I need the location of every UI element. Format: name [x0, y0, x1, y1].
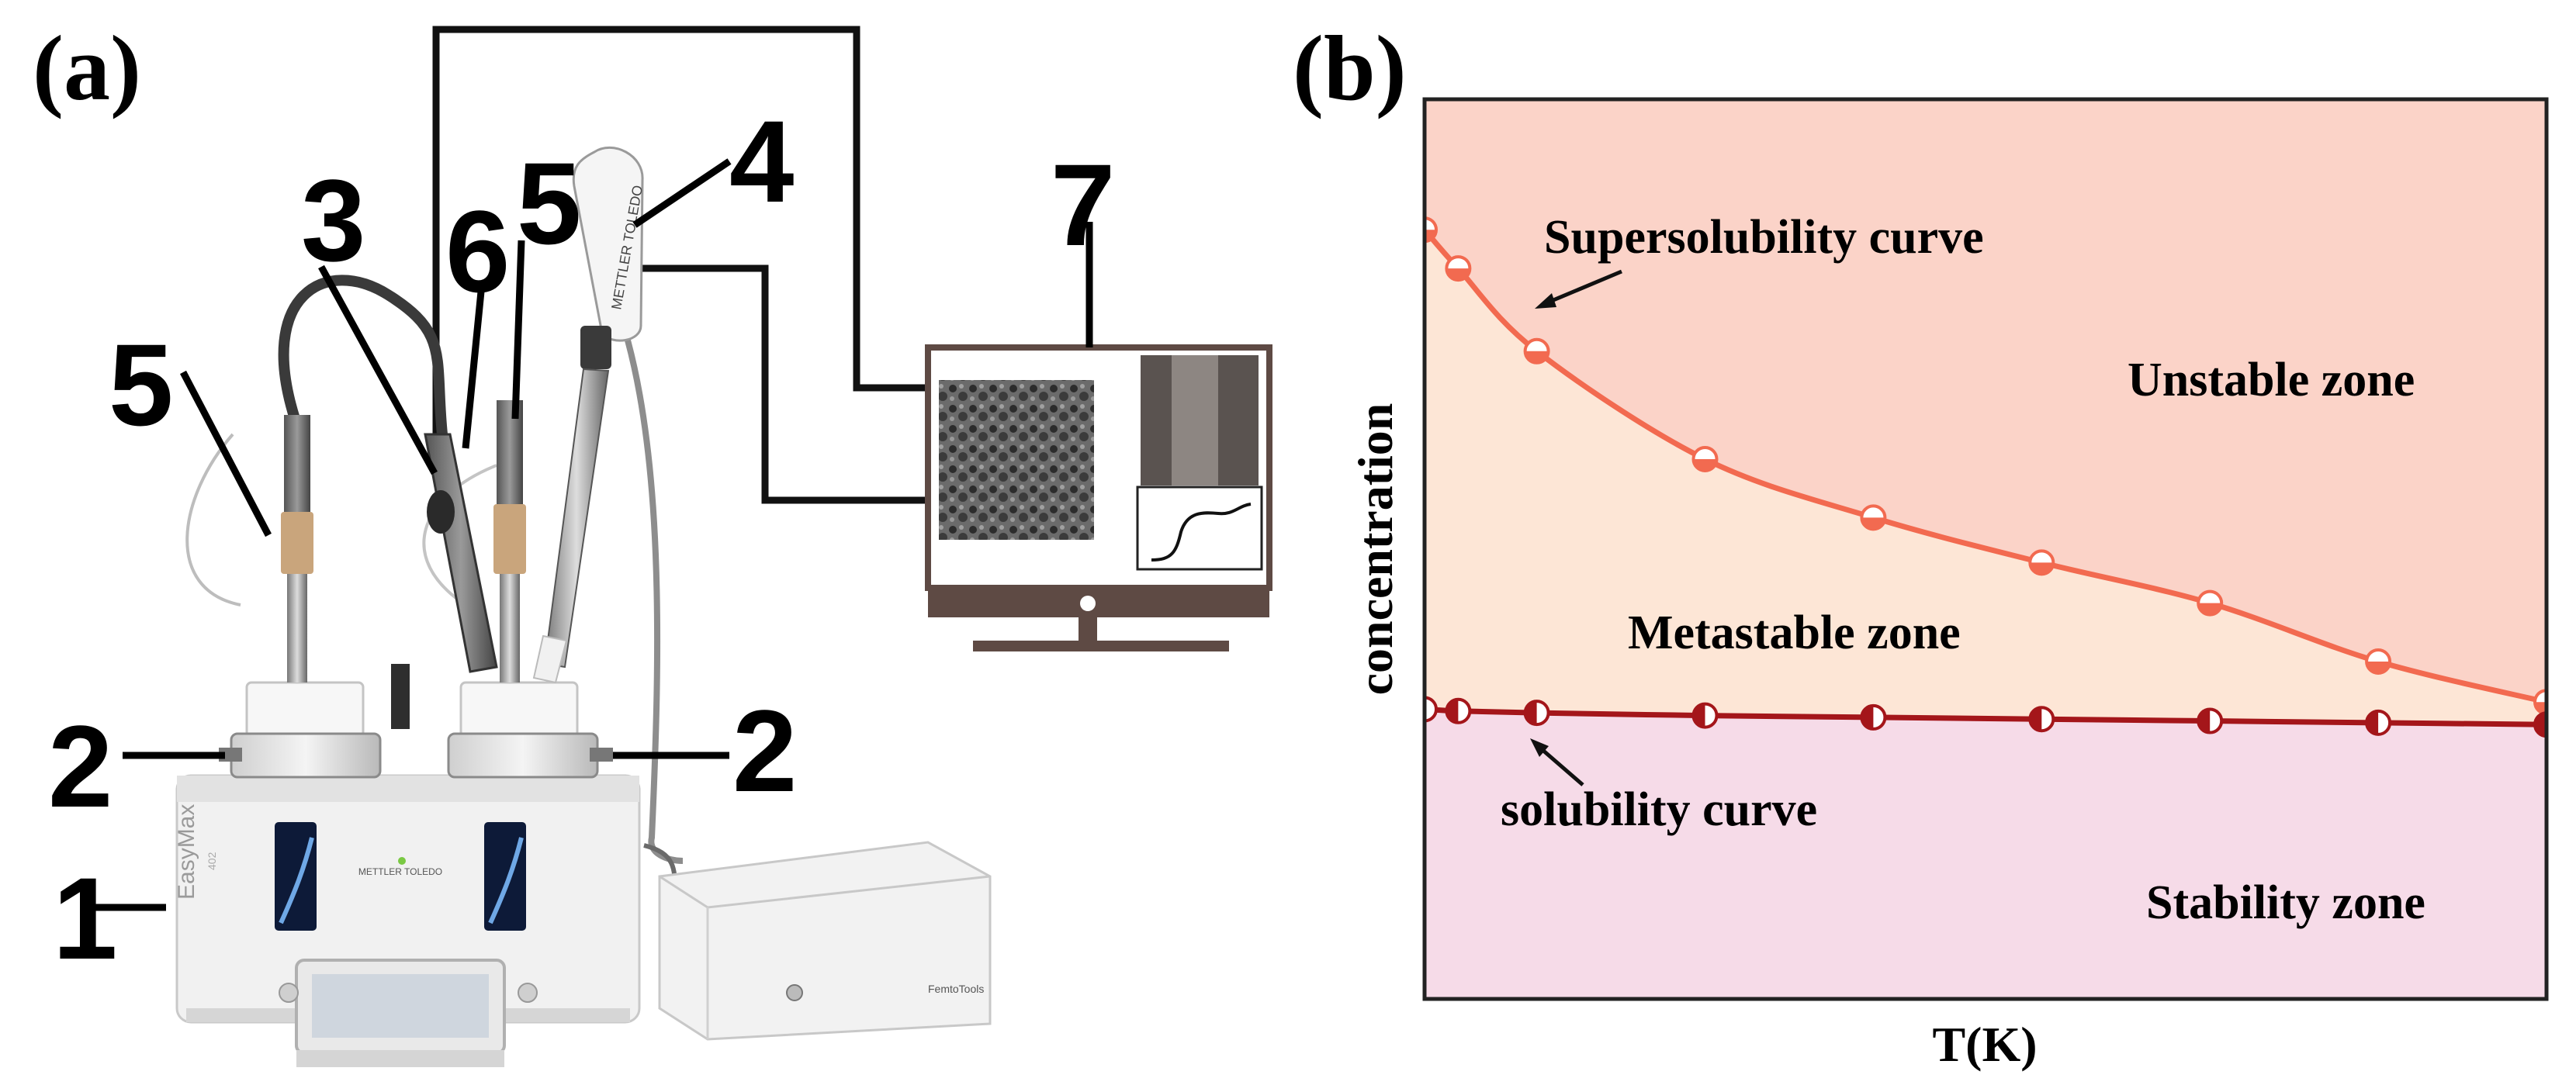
solubility-data-point	[2197, 707, 2224, 734]
supersolubility-data-point	[1425, 216, 1438, 244]
callout-7: 7	[1051, 140, 1115, 270]
callout-6: 6	[445, 186, 510, 316]
stirrer-post	[391, 664, 410, 729]
femtotools-box: FemtoTools	[658, 841, 992, 1041]
device-model: 402	[206, 852, 218, 870]
callout-leaders	[92, 158, 1093, 911]
supersolubility-data-point	[2028, 549, 2055, 576]
monitor	[925, 344, 1272, 651]
supersolubility-markers	[1425, 216, 2547, 716]
stability-zone-label: Stability zone	[2146, 876, 2425, 929]
connection-wires	[432, 26, 928, 504]
callout-1: 1	[53, 853, 117, 983]
panel-a-label: (a)	[33, 16, 141, 119]
solubility-data-point	[1860, 703, 1887, 731]
solubility-data-point	[1523, 700, 1550, 727]
y-axis-label: concentration	[1348, 403, 1403, 696]
pvm-probe: METTLER TOLEDO	[532, 146, 646, 684]
callout-5-left: 5	[109, 320, 173, 450]
callout-5-right: 5	[517, 138, 581, 268]
supersolubility-arrow	[1535, 269, 1622, 309]
device-brand: EasyMax	[174, 804, 199, 900]
x-axis-label: T(K)	[1932, 1017, 2037, 1072]
easymax-reactor-unit: EasyMax 402 METTLER TOLEDO	[174, 774, 641, 1067]
solubility-data-point	[1691, 702, 1719, 729]
supersolubility-data-point	[1860, 504, 1887, 531]
supersolubility-data-point	[1691, 446, 1719, 472]
temperature-probe-left	[281, 415, 313, 682]
solubility-data-point	[1445, 697, 1472, 724]
temperature-probe-right	[493, 400, 526, 682]
callout-2-left: 2	[48, 701, 113, 831]
panel-b-label: (b)	[1293, 16, 1407, 119]
reactor-head-right	[447, 681, 613, 779]
supersolubility-label: Supersolubility curve	[1544, 211, 1984, 264]
supersolubility-data-point	[1523, 337, 1550, 365]
supersolubility-data-point	[1445, 255, 1472, 282]
solubility-arrow	[1530, 738, 1584, 786]
callout-2-right: 2	[732, 686, 797, 816]
supersolubility-data-point	[2365, 648, 2392, 675]
reactor-window-left	[275, 822, 317, 931]
fbrm-probe	[424, 433, 498, 673]
particle-image	[939, 380, 1094, 540]
callout-3: 3	[301, 155, 365, 285]
solubility-markers	[1425, 696, 2547, 738]
solubility-label: solubility curve	[1501, 783, 1817, 836]
supersolubility-curve	[1425, 227, 2547, 705]
mettler-logo: METTLER TOLEDO	[358, 866, 442, 877]
solubility-data-point	[1425, 696, 1438, 723]
solubility-data-point	[2533, 711, 2547, 738]
supersolubility-data-point	[2533, 689, 2547, 716]
callout-4: 4	[729, 96, 794, 226]
unstable-zone-fill	[1425, 99, 2547, 703]
metastable-zone-label: Metastable zone	[1628, 606, 1961, 659]
solubility-data-point	[2365, 709, 2392, 736]
plot-frame	[1422, 97, 2549, 1001]
supersolubility-data-point	[2197, 589, 2224, 617]
cables	[185, 275, 684, 893]
reactor-head-left	[219, 681, 382, 779]
box-text: FemtoTools	[928, 983, 984, 995]
panel-a: (a) EasyMax 402 METTLER TOLEDO	[33, 16, 1272, 1067]
solubility-data-point	[2028, 706, 2055, 733]
panel-b: (b) Supersolubility curve Unstable zone …	[1293, 16, 2549, 1072]
trend-inset	[1136, 486, 1263, 571]
unstable-zone-label: Unstable zone	[2128, 354, 2415, 406]
reactor-window-right	[484, 822, 526, 931]
